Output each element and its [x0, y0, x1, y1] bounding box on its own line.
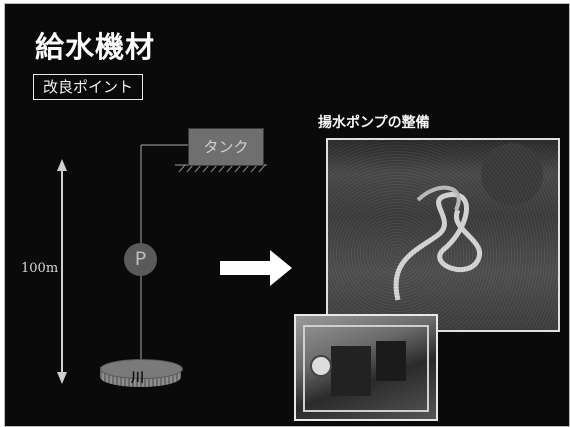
photo-caption: 揚水ポンプの整備	[318, 115, 430, 131]
slide: 給水機材 改良ポイント 揚水ポンプの整備 タンク P	[4, 3, 570, 427]
pump-circle: P	[124, 243, 157, 276]
height-arrow-top-head	[57, 159, 67, 171]
pump-hose-photo	[326, 138, 560, 332]
tank-box: タンク	[188, 128, 264, 166]
river-label: 川	[131, 371, 145, 386]
tank-label: タンク	[203, 138, 249, 156]
pump-unit-photo	[294, 314, 438, 421]
ground-hatch	[178, 164, 266, 173]
height-label: 100m	[21, 261, 59, 276]
slide-title: 給水機材	[35, 30, 156, 64]
pump-frame	[303, 325, 429, 412]
subtitle-box: 改良ポイント	[33, 74, 144, 100]
hose-shape	[393, 192, 483, 301]
pump-tank	[376, 341, 406, 381]
pump-wheel	[310, 355, 332, 377]
pump-engine	[331, 346, 371, 396]
hose-shape-2	[416, 185, 461, 211]
transition-arrow	[220, 250, 292, 286]
height-arrow-bottom-head	[57, 372, 67, 384]
river-cylinder-top	[100, 359, 183, 379]
